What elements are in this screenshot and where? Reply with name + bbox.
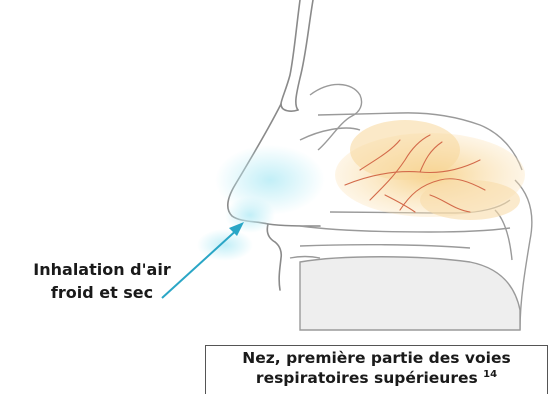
caption-line2-text: respiratoires supérieures [256,369,478,387]
caption-line2: respiratoires supérieures 14 [206,368,547,388]
caption-footnote: 14 [483,369,497,380]
caption-line1: Nez, première partie des voies [206,348,547,368]
inhalation-label-line1: Inhalation d'air [2,258,202,281]
caption-text: Nez, première partie des voies respirato… [206,346,547,388]
inhalation-label-line2: froid et sec [2,281,202,304]
mouth-region [290,257,520,331]
inhalation-label: Inhalation d'air froid et sec [2,258,202,304]
caption-box: Nez, première partie des voies respirato… [205,345,548,394]
